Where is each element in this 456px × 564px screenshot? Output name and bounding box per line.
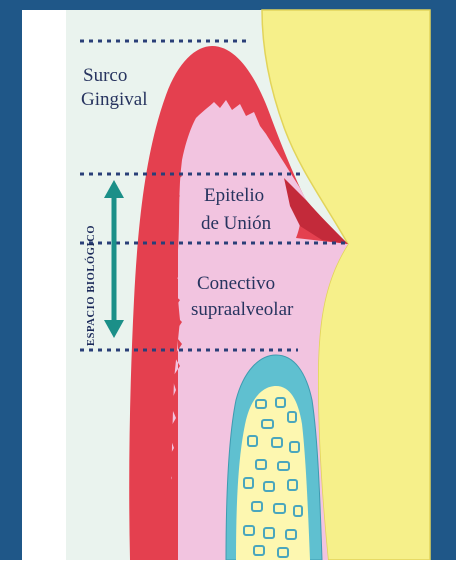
label-surco-line1: Surco [83, 64, 127, 88]
label-surco-line2: Gingival [81, 88, 148, 112]
label-epitelio-line2: de Unión [201, 212, 271, 236]
left-frame-bar [0, 0, 22, 560]
label-epitelio-line1: Epitelio [204, 184, 264, 208]
top-frame-bar [22, 0, 430, 10]
label-conectivo-line2: supraalveolar [191, 298, 293, 322]
label-espacio-biologico: ESPACIO BIOLÓGICO [86, 225, 97, 346]
label-conectivo-line1: Conectivo [197, 272, 275, 296]
right-frame-bar [430, 0, 456, 560]
